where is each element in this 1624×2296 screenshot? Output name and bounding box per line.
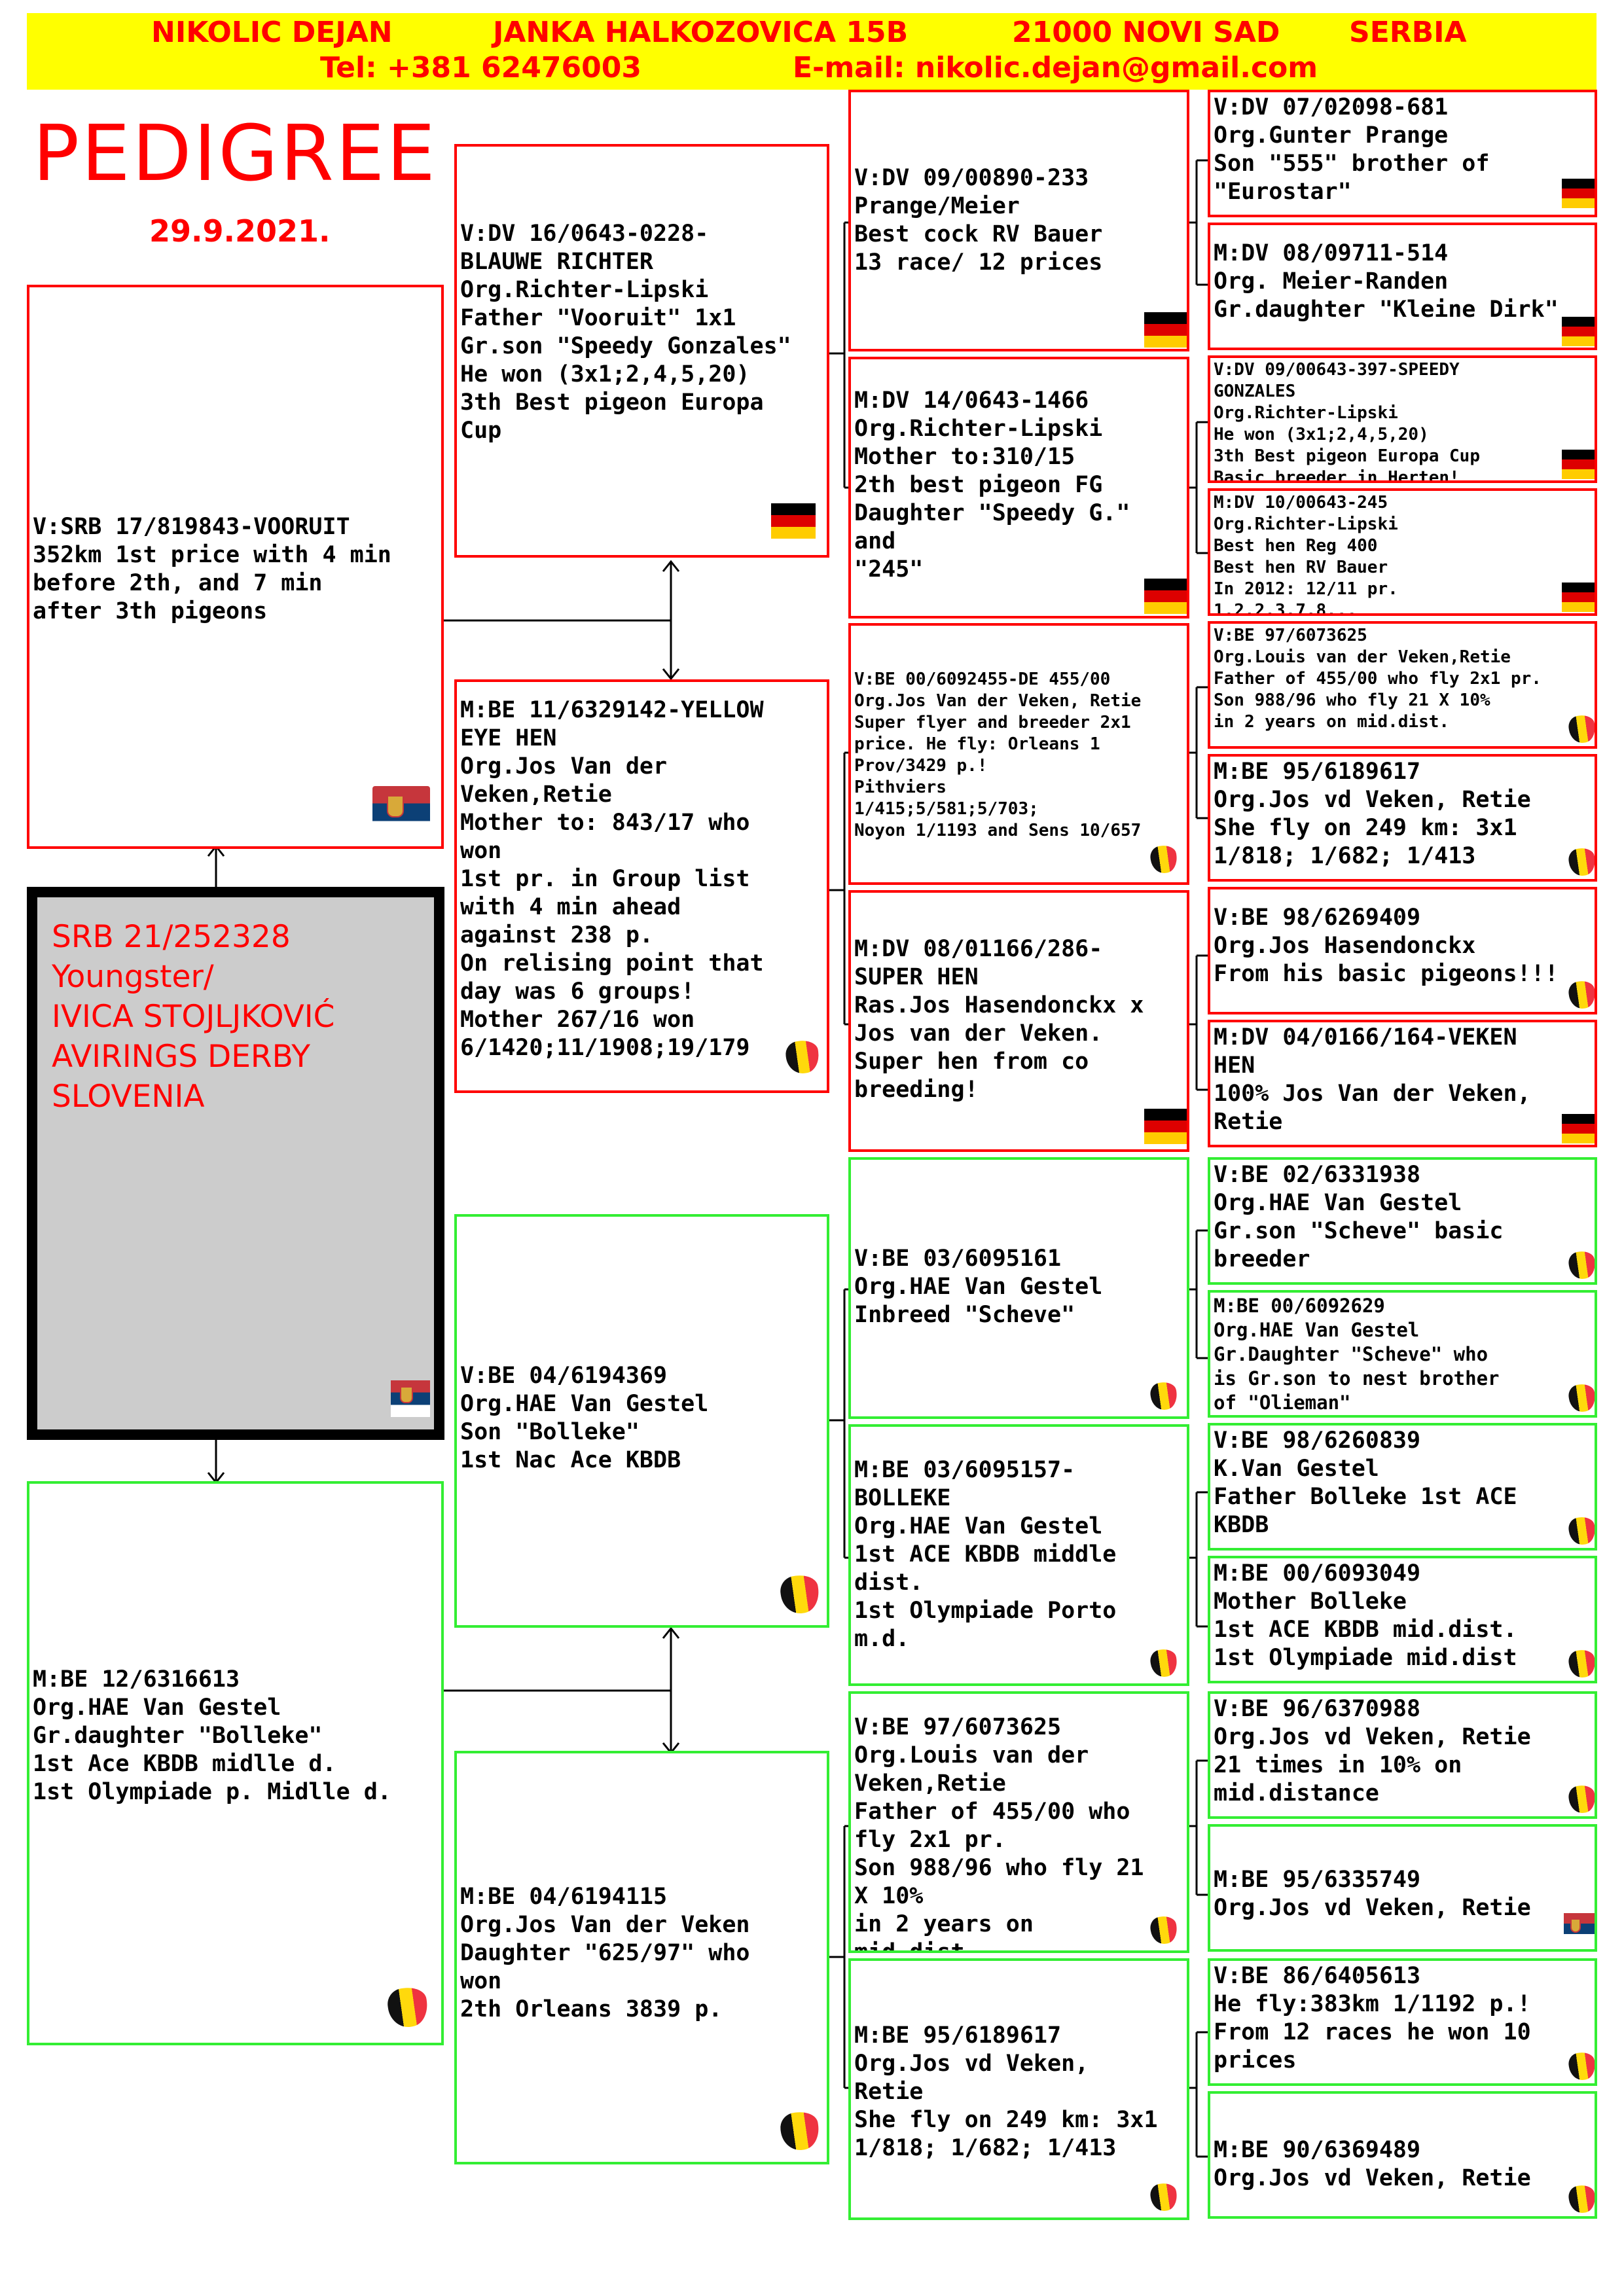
- grandsire-maternal-text: V:BE 04/6194369 Org.HAE Van Gestel Son "…: [460, 1363, 709, 1473]
- breeder-phone: Tel: +381 62476003: [320, 51, 641, 84]
- belgium-flag-icon: [1567, 1784, 1595, 1815]
- gggp-3-text: V:DV 09/00643-397-SPEEDY GONZALES Org.Ri…: [1214, 360, 1480, 483]
- gggp-12-text: M:BE 00/6093049 Mother Bolleke 1st ACE K…: [1214, 1560, 1517, 1671]
- belgium-flag-icon: [778, 1573, 821, 1616]
- subject-card: SRB 21/252328 Youngster/ IVICA STOJLJKOV…: [27, 887, 444, 1440]
- gggp-10-card: M:BE 00/6092629 Org.HAE Van Gestel Gr.Da…: [1208, 1290, 1597, 1418]
- serbia-flag-icon: [372, 786, 430, 838]
- granddam-paternal-text: M:BE 11/6329142-YELLOW EYE HEN Org.Jos V…: [460, 697, 764, 1061]
- belgium-flag-icon: [1567, 713, 1595, 745]
- ggp-1-card: V:DV 09/00890-233 Prange/Meier Best cock…: [848, 90, 1189, 351]
- serbia-flag-icon: [1564, 1913, 1595, 1945]
- pedigree-date: 29.9.2021.: [149, 213, 331, 249]
- gggp-14-card: M:BE 95/6335749 Org.Jos vd Veken, Retie: [1208, 1824, 1597, 1952]
- gggp-2-card: M:DV 08/09711-514 Org. Meier-Randen Gr.d…: [1208, 223, 1597, 350]
- granddam-paternal-card: M:BE 11/6329142-YELLOW EYE HEN Org.Jos V…: [454, 679, 829, 1093]
- germany-flag-icon: [1562, 317, 1595, 346]
- breeder-name: NIKOLIC DEJAN: [151, 16, 393, 49]
- belgium-flag-icon: [1567, 979, 1595, 1011]
- gggp-14-text: M:BE 95/6335749 Org.Jos vd Veken, Retie: [1214, 1867, 1531, 1921]
- ggp-8-text: M:BE 95/6189617 Org.Jos vd Veken, Retie …: [854, 2022, 1158, 2161]
- belgium-flag-icon: [778, 2109, 821, 2153]
- ggp-5-text: V:BE 03/6095161 Org.HAE Van Gestel Inbre…: [854, 1246, 1103, 1328]
- germany-flag-icon: [1562, 450, 1595, 479]
- germany-flag-icon: [1144, 1109, 1187, 1144]
- germany-flag-icon: [1562, 1114, 1595, 1143]
- breeder-street: JANKA HALKOZOVICA 15B: [493, 16, 909, 49]
- gggp-7-text: V:BE 98/6269409 Org.Jos Hasendonckx From…: [1214, 905, 1559, 987]
- ggp-6-text: M:BE 03/6095157- BOLLEKE Org.HAE Van Ges…: [854, 1457, 1117, 1652]
- ggp-4-card: M:DV 08/01166/286- SUPER HEN Ras.Jos Has…: [848, 890, 1189, 1152]
- breeder-email: E-mail: nikolic.dejan@gmail.com: [793, 51, 1318, 84]
- grandsire-paternal-text: V:DV 16/0643-0228- BLAUWE RICHTER Org.Ri…: [460, 221, 791, 444]
- gggp-15-text: V:BE 86/6405613 He fly:383km 1/1192 p.! …: [1214, 1963, 1531, 2073]
- ggp-7-text: V:BE 97/6073625 Org.Louis van der Veken,…: [854, 1714, 1144, 1953]
- gggp-8-text: M:DV 04/0166/164-VEKEN HEN 100% Jos Van …: [1214, 1024, 1531, 1135]
- gggp-6-card: M:BE 95/6189617 Org.Jos vd Veken, Retie …: [1208, 754, 1597, 882]
- gggp-11-card: V:BE 98/6260839 K.Van Gestel Father Boll…: [1208, 1423, 1597, 1551]
- belgium-flag-icon: [386, 1985, 430, 2030]
- gggp-15-card: V:BE 86/6405613 He fly:383km 1/1192 p.! …: [1208, 1958, 1597, 2086]
- belgium-flag-icon: [1149, 2181, 1179, 2213]
- gggp-10-text: M:BE 00/6092629 Org.HAE Van Gestel Gr.Da…: [1214, 1295, 1500, 1414]
- mother-text: M:BE 12/6316613 Org.HAE Van Gestel Gr.da…: [33, 1666, 391, 1805]
- ggp-3-text: V:BE 00/6092455-DE 455/00 Org.Jos Van de…: [854, 670, 1142, 840]
- gggp-13-card: V:BE 96/6370988 Org.Jos vd Veken, Retie …: [1208, 1691, 1597, 1819]
- gggp-9-card: V:BE 02/6331938 Org.HAE Van Gestel Gr.so…: [1208, 1157, 1597, 1285]
- gggp-8-card: M:DV 04/0166/164-VEKEN HEN 100% Jos Van …: [1208, 1020, 1597, 1147]
- ggp-2-text: M:DV 14/0643-1466 Org.Richter-Lipski Mot…: [854, 387, 1130, 583]
- belgium-flag-icon: [1567, 1249, 1595, 1281]
- belgium-flag-icon: [1149, 844, 1179, 875]
- gggp-1-text: V:DV 07/02098-681 Org.Gunter Prange Son …: [1214, 94, 1490, 205]
- ggp-5-card: V:BE 03/6095161 Org.HAE Van Gestel Inbre…: [848, 1157, 1189, 1419]
- belgium-flag-icon: [1567, 1515, 1595, 1547]
- ggp-4-text: M:DV 08/01166/286- SUPER HEN Ras.Jos Has…: [854, 936, 1144, 1103]
- gggp-2-text: M:DV 08/09711-514 Org. Meier-Randen Gr.d…: [1214, 240, 1559, 323]
- father-card: V:SRB 17/819843-VOORUIT 352km 1st price …: [27, 285, 444, 849]
- gggp-16-text: M:BE 90/6369489 Org.Jos vd Veken, Retie: [1214, 2137, 1531, 2191]
- gggp-1-card: V:DV 07/02098-681 Org.Gunter Prange Son …: [1208, 90, 1597, 217]
- gggp-16-card: M:BE 90/6369489 Org.Jos vd Veken, Retie: [1208, 2091, 1597, 2219]
- ggp-1-text: V:DV 09/00890-233 Prange/Meier Best cock…: [854, 165, 1103, 276]
- breeder-country: SERBIA: [1349, 16, 1467, 49]
- page-title: PEDIGREE: [33, 108, 437, 198]
- grandsire-paternal-card: V:DV 16/0643-0228- BLAUWE RICHTER Org.Ri…: [454, 144, 829, 558]
- gggp-3-card: V:DV 09/00643-397-SPEEDY GONZALES Org.Ri…: [1208, 355, 1597, 483]
- germany-flag-icon: [771, 503, 816, 539]
- gggp-13-text: V:BE 96/6370988 Org.Jos vd Veken, Retie …: [1214, 1696, 1531, 1806]
- gggp-9-text: V:BE 02/6331938 Org.HAE Van Gestel Gr.so…: [1214, 1162, 1504, 1272]
- belgium-flag-icon: [1567, 1648, 1595, 1679]
- germany-flag-icon: [1144, 579, 1187, 614]
- gggp-6-text: M:BE 95/6189617 Org.Jos vd Veken, Retie …: [1214, 759, 1531, 869]
- germany-flag-icon: [1144, 312, 1187, 348]
- gggp-4-card: M:DV 10/00643-245 Org.Richter-Lipski Bes…: [1208, 488, 1597, 616]
- ggp-2-card: M:DV 14/0643-1466 Org.Richter-Lipski Mot…: [848, 357, 1189, 619]
- belgium-flag-icon: [1567, 2051, 1595, 2082]
- germany-flag-icon: [1562, 179, 1595, 208]
- father-text: V:SRB 17/819843-VOORUIT 352km 1st price …: [33, 514, 391, 624]
- breeder-city: 21000 NOVI SAD: [1012, 16, 1280, 49]
- gggp-5-card: V:BE 97/6073625 Org.Louis van der Veken,…: [1208, 621, 1597, 749]
- ggp-6-card: M:BE 03/6095157- BOLLEKE Org.HAE Van Ges…: [848, 1424, 1189, 1686]
- mother-card: M:BE 12/6316613 Org.HAE Van Gestel Gr.da…: [27, 1481, 444, 2045]
- belgium-flag-icon: [1567, 846, 1595, 878]
- gggp-4-text: M:DV 10/00643-245 Org.Richter-Lipski Bes…: [1214, 493, 1398, 616]
- belgium-flag-icon: [1567, 2183, 1595, 2215]
- gggp-7-card: V:BE 98/6269409 Org.Jos Hasendonckx From…: [1208, 887, 1597, 1014]
- gggp-11-text: V:BE 98/6260839 K.Van Gestel Father Boll…: [1214, 1427, 1517, 1538]
- gggp-5-text: V:BE 97/6073625 Org.Louis van der Veken,…: [1214, 626, 1542, 732]
- serbia-flag-icon: [391, 1380, 430, 1417]
- germany-flag-icon: [1562, 583, 1595, 612]
- granddam-maternal-card: M:BE 04/6194115 Org.Jos Van der Veken Da…: [454, 1751, 829, 2164]
- belgium-flag-icon: [1149, 1380, 1179, 1412]
- granddam-maternal-text: M:BE 04/6194115 Org.Jos Van der Veken Da…: [460, 1884, 750, 2022]
- gggp-12-card: M:BE 00/6093049 Mother Bolleke 1st ACE K…: [1208, 1556, 1597, 1683]
- contact-header: NIKOLIC DEJAN JANKA HALKOZOVICA 15B 2100…: [27, 13, 1597, 90]
- ggp-7-card: V:BE 97/6073625 Org.Louis van der Veken,…: [848, 1691, 1189, 1953]
- subject-text: SRB 21/252328 Youngster/ IVICA STOJLJKOV…: [52, 919, 335, 1115]
- grandsire-maternal-card: V:BE 04/6194369 Org.HAE Van Gestel Son "…: [454, 1214, 829, 1628]
- ggp-3-card: V:BE 00/6092455-DE 455/00 Org.Jos Van de…: [848, 623, 1189, 885]
- ggp-8-card: M:BE 95/6189617 Org.Jos vd Veken, Retie …: [848, 1958, 1189, 2220]
